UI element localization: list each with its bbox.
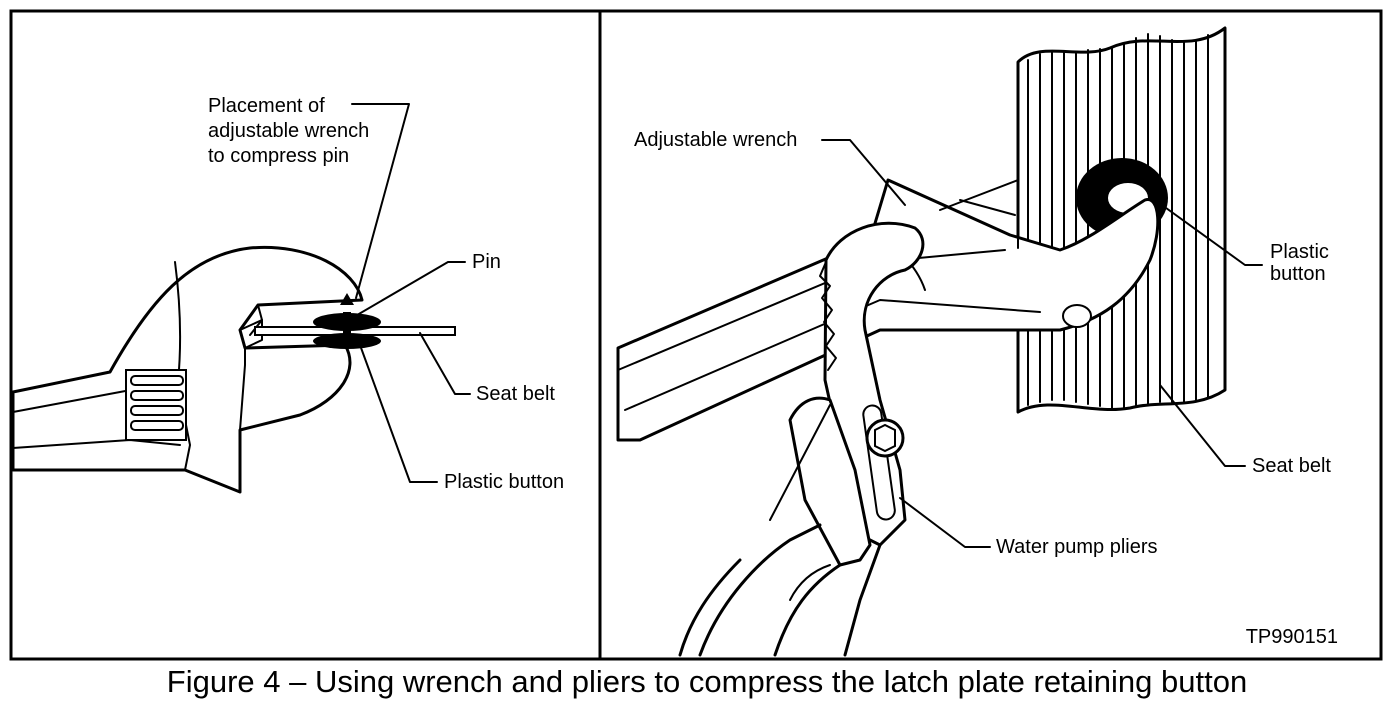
leader-placement — [351, 103, 410, 299]
adjustable-wrench-illustration — [11, 245, 364, 494]
label-plastic-button-right-line2: button — [1270, 263, 1326, 285]
right-panel: Adjustable wrench Plastic button Seat be… — [616, 26, 1338, 657]
label-seat-belt-right: Seat belt — [1252, 455, 1331, 477]
leader-water-pump-pliers — [899, 497, 991, 548]
figure-frame — [9, 9, 1383, 661]
label-water-pump-pliers: Water pump pliers — [996, 536, 1158, 558]
label-placement-line3: to compress pin — [208, 145, 349, 167]
plastic-button-with-pin — [313, 293, 381, 349]
figure-code: TP990151 — [1246, 626, 1338, 648]
label-adjustable-wrench: Adjustable wrench — [634, 129, 797, 151]
leader-plastic-button-right — [1154, 199, 1263, 266]
label-plastic-button-left: Plastic button — [444, 471, 564, 493]
leader-seat-belt — [419, 332, 471, 395]
label-seat-belt-left: Seat belt — [476, 383, 555, 405]
left-panel: Placement of adjustable wrench to compre… — [11, 95, 564, 494]
label-placement-line1: Placement of — [208, 95, 325, 117]
label-plastic-button-right-line1: Plastic — [1270, 241, 1329, 263]
water-pump-pliers — [678, 221, 925, 657]
leader-plastic-button — [359, 344, 438, 483]
leader-adjustable-wrench — [821, 139, 906, 206]
label-placement-line2: adjustable wrench — [208, 120, 369, 142]
adjustable-wrench-right — [616, 178, 1160, 442]
adjustment-knurl — [125, 369, 187, 441]
label-pin: Pin — [472, 251, 501, 273]
leader-seat-belt-right — [1159, 384, 1246, 467]
figure-caption: Figure 4 – Using wrench and pliers to co… — [167, 664, 1247, 699]
leader-pin — [351, 261, 466, 319]
